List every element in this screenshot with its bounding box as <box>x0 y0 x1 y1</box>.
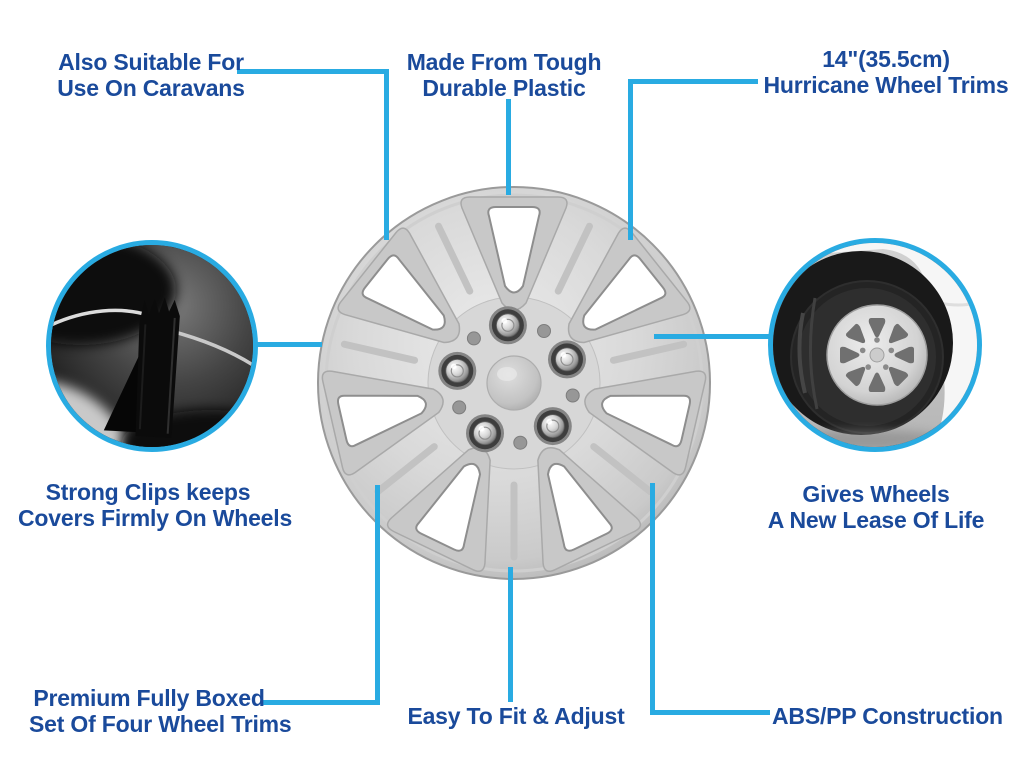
label-line: Strong Clips keeps <box>45 479 251 505</box>
callout-line-bottom-right-h <box>650 710 770 715</box>
callout-label-strong-clips: Strong Clips keeps Covers Firmly On Whee… <box>18 479 293 531</box>
label-line: Gives Wheels <box>802 481 950 507</box>
inset-clip-closeup-photo <box>46 240 258 452</box>
callout-line-bottom-center-v <box>508 567 513 702</box>
callout-line-bottom-right-v <box>650 483 655 715</box>
label-line: Covers Firmly On Wheels <box>18 505 293 531</box>
label-line: Hurricane Wheel Trims <box>763 72 1009 98</box>
callout-line-bottom-left-h <box>263 700 380 705</box>
callout-line-top-right-v <box>628 79 633 240</box>
callout-label-durable-plastic: Made From Tough Durable Plastic <box>384 49 624 101</box>
callout-line-bottom-left-v <box>375 485 380 705</box>
label-line: 14"(35.5cm) <box>822 46 950 72</box>
label-line: Also Suitable For <box>58 49 244 75</box>
center-cap <box>486 355 542 411</box>
label-line: Made From Tough <box>406 49 602 75</box>
steel-retention-ring <box>51 308 253 367</box>
callout-line-top-left-h <box>237 69 389 74</box>
wheel-on-car-image <box>773 243 977 447</box>
label-line: Premium Fully Boxed <box>33 685 265 711</box>
fitted-wheel-trim <box>826 304 928 406</box>
callout-label-boxed-set: Premium Fully Boxed Set Of Four Wheel Tr… <box>29 685 292 737</box>
wheel-trim-product-photo <box>317 186 711 580</box>
callout-label-new-lease-of-life: Gives Wheels A New Lease Of Life <box>746 481 1006 533</box>
callout-line-mid-right-h <box>654 334 770 339</box>
plastic-clip <box>103 297 180 438</box>
callout-label-easy-to-fit: Easy To Fit & Adjust <box>396 703 636 729</box>
callout-label-size-product-name: 14"(35.5cm) Hurricane Wheel Trims <box>756 46 1016 98</box>
label-line: ABS/PP Construction <box>772 703 1003 729</box>
label-line: Set Of Four Wheel Trims <box>29 711 292 737</box>
hub <box>437 305 587 453</box>
callout-line-top-right-h <box>628 79 758 84</box>
label-line: A New Lease Of Life <box>767 507 985 533</box>
label-line: Durable Plastic <box>422 75 586 101</box>
clip-closeup-image <box>51 245 253 447</box>
callout-line-top-left-v <box>384 69 389 240</box>
callout-line-mid-left-h <box>254 342 322 347</box>
callout-label-caravans: Also Suitable For Use On Caravans <box>31 49 271 101</box>
label-line: Use On Caravans <box>57 75 245 101</box>
inset-wheel-on-car-photo <box>768 238 982 452</box>
callout-line-top-center-v <box>506 99 511 195</box>
callout-label-abs-pp: ABS/PP Construction <box>772 703 1003 729</box>
label-line: Easy To Fit & Adjust <box>407 703 625 729</box>
